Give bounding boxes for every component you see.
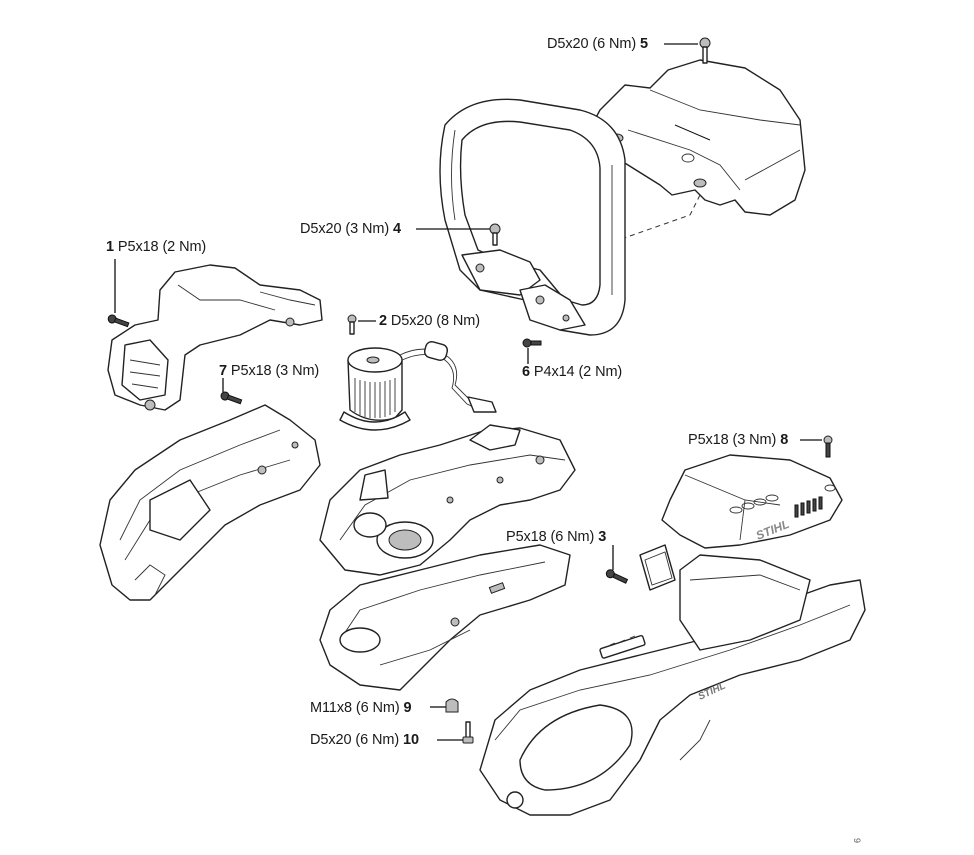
callout-8-spec: P5x18 (3 Nm) [688, 432, 777, 448]
motor-cover: STIHL [661, 454, 843, 549]
callout-1: 1 P5x18 (2 Nm) [106, 239, 206, 255]
callout-3-number: 3 [598, 529, 607, 545]
callout-10-number: 10 [402, 732, 419, 748]
callout-3-spec: P5x18 (6 Nm) [506, 529, 595, 545]
callout-7-number: 7 [219, 363, 227, 379]
left-upper-housing [107, 264, 323, 411]
screw-8 [823, 435, 833, 458]
callout-6: 6 P4x14 (2 Nm) [522, 364, 622, 380]
callout-4-number: 4 [392, 221, 401, 237]
callout-9: M11x8 (6 Nm) 9 [310, 700, 412, 716]
callout-9-number: 9 [403, 700, 412, 716]
callout-1-number: 1 [106, 239, 114, 255]
callout-7-spec: P5x18 (3 Nm) [230, 363, 320, 379]
figure-id: 9 [852, 838, 862, 844]
callout-2: 2 D5x20 (8 Nm) [379, 313, 480, 329]
callout-10-spec: D5x20 (6 Nm) [310, 732, 400, 748]
screw-7 [220, 391, 243, 405]
callout-1-spec: P5x18 (2 Nm) [117, 239, 207, 255]
screw-6 [522, 338, 542, 348]
callout-8-number: 8 [780, 432, 789, 448]
screw-10 [462, 721, 474, 744]
screw-5 [699, 37, 711, 64]
gearbox-plate [319, 424, 576, 576]
switch-cover-plate [639, 544, 676, 591]
callout-2-spec: D5x20 (8 Nm) [390, 313, 480, 329]
callout-3: P5x18 (6 Nm) 3 [506, 529, 606, 545]
callout-4-spec: D5x20 (3 Nm) [300, 221, 390, 237]
lower-housing-tray [319, 544, 571, 691]
callout-7: 7 P5x18 (3 Nm) [219, 363, 319, 379]
top-guard-cover [591, 59, 806, 216]
screw-2 [347, 314, 357, 335]
callout-5-number: 5 [639, 36, 648, 52]
screw-4 [489, 223, 501, 246]
callout-4: D5x20 (3 Nm) 4 [300, 221, 401, 237]
callout-2-number: 2 [379, 313, 387, 329]
callout-6-number: 6 [522, 364, 530, 380]
callout-10: D5x20 (6 Nm) 10 [310, 732, 419, 748]
screw-3 [605, 569, 629, 584]
left-housing-shell [99, 404, 321, 601]
front-handle [439, 98, 626, 336]
callout-5: D5x20 (6 Nm) 5 [547, 36, 648, 52]
callout-9-spec: M11x8 (6 Nm) [310, 700, 400, 716]
callout-5-spec: D5x20 (6 Nm) [547, 36, 637, 52]
screw-1 [107, 314, 130, 328]
nut-9 [445, 698, 459, 713]
callout-8: P5x18 (3 Nm) 8 [688, 432, 788, 448]
callout-6-spec: P4x14 (2 Nm) [533, 364, 623, 380]
main-housing: STIHL [479, 554, 866, 816]
electric-motor [339, 341, 497, 431]
